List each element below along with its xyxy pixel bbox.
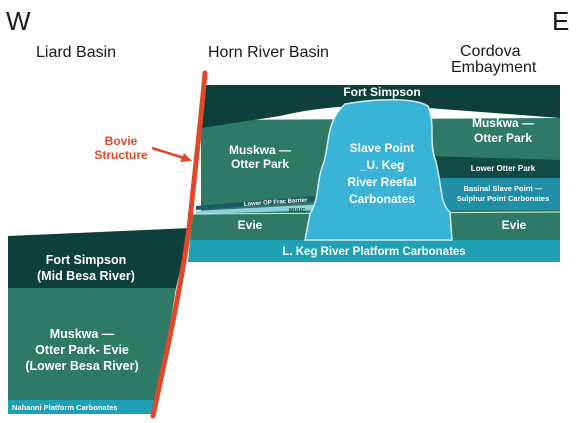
basinal-slave-point-layer bbox=[428, 178, 560, 210]
keg-river-platform-layer bbox=[188, 240, 560, 262]
compass-east: E bbox=[552, 6, 569, 36]
muskwa-west-label-line2: Otter Park- Evie bbox=[35, 343, 129, 357]
muskwa-center-label-line2: Otter Park bbox=[231, 157, 289, 171]
fort-simpson-east-label: Fort Simpson bbox=[343, 85, 420, 99]
region-cordova-line2: Embayment bbox=[451, 59, 537, 76]
muskwa-west-label-line3: (Lower Besa River) bbox=[25, 359, 138, 373]
basinal-label-line1: Basinal Slave Point — bbox=[464, 184, 543, 193]
nahanni-platform-layer bbox=[8, 400, 158, 414]
lower-op-frac-barrier-label: Lower OP Frac Barrier bbox=[244, 198, 309, 208]
lower-otter-park-layer bbox=[428, 156, 560, 178]
evie-center-label: Evie bbox=[238, 218, 263, 232]
muskwa-right-label-line2: Otter Park bbox=[474, 131, 532, 145]
muskwa-center-label-line1: Muskwa — bbox=[229, 143, 291, 157]
bovie-fault-line bbox=[150, 70, 208, 419]
lower-otter-park-label: Lower Otter Park bbox=[471, 164, 536, 173]
region-liard-basin: Liard Basin bbox=[36, 44, 116, 61]
muuc-layer bbox=[196, 204, 325, 214]
muuc-label: MUUC bbox=[289, 208, 306, 214]
muskwa-otter-park-west-layer bbox=[8, 288, 176, 400]
basinal-label-line2: Sulphur Point Carbonates bbox=[457, 194, 550, 203]
bovie-arrow-head bbox=[180, 153, 192, 162]
compass-west: W bbox=[6, 6, 31, 36]
fort-simpson-west-label-line2: (Mid Besa River) bbox=[37, 269, 135, 283]
reef-label-line3: River Reefal bbox=[347, 175, 416, 189]
fort-simpson-east-layer bbox=[201, 85, 560, 128]
evie-right-label: Evie bbox=[502, 218, 527, 232]
slave-point-reef-body bbox=[304, 99, 453, 241]
reef-label-line1: Slave Point bbox=[350, 141, 415, 155]
bovie-arrow-line bbox=[151, 146, 185, 160]
nahanni-platform-label: Nahanni Platform Carbonates bbox=[12, 403, 117, 412]
fort-simpson-west-layer bbox=[8, 228, 190, 288]
region-horn-river-basin: Horn River Basin bbox=[208, 44, 329, 61]
fort-simpson-west-label-line1: Fort Simpson bbox=[46, 253, 127, 267]
muskwa-right-label-line1: Muskwa — bbox=[472, 116, 534, 130]
reef-label-line4: Carbonates bbox=[349, 192, 415, 206]
bovie-structure-label-line2: Structure bbox=[94, 148, 148, 162]
reef-label-line2: _U. Keg bbox=[359, 158, 405, 172]
bovie-structure-label-line1: Bovie bbox=[105, 134, 138, 148]
muskwa-west-label-line1: Muskwa — bbox=[50, 327, 115, 341]
lower-op-frac-barrier-layer bbox=[196, 195, 325, 210]
keg-river-platform-label: L. Keg River Platform Carbonates bbox=[282, 246, 465, 258]
region-cordova-line1: Cordova bbox=[460, 43, 521, 60]
